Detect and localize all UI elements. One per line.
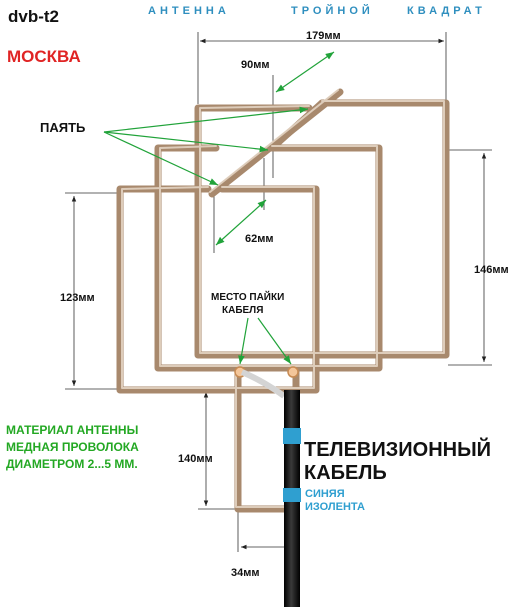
antenna-wire (116, 88, 450, 513)
cable-solder-label-2: КАБЕЛЯ (222, 305, 263, 316)
dim-offset-90: 90мм (241, 59, 270, 71)
blue-tape-upper (283, 428, 301, 444)
city-title: МОСКВА (7, 47, 81, 66)
material-label-2: МЕДНАЯ ПРОВОЛОКА (6, 440, 139, 454)
brand-title: dvb-t2 (8, 7, 59, 26)
blue-tape-lower (283, 488, 301, 502)
solder-label: ПАЯТЬ (40, 120, 85, 135)
dim-top-width: 179мм (306, 30, 341, 42)
tape-label-2: ИЗОЛЕНТА (305, 501, 365, 513)
solder-pointer-arrows (103, 106, 309, 365)
banner-word-2: ТРОЙНОЙ (291, 4, 374, 17)
tv-cable-label-2: КАБЕЛЬ (304, 462, 387, 484)
tv-cable-label-1: ТЕЛЕВИЗИОННЫЙ (304, 437, 491, 461)
banner-word-1: АНТЕННА (148, 5, 230, 17)
dim-left-height: 123мм (60, 292, 95, 304)
tv-cable (240, 369, 301, 607)
material-label-1: МАТЕРИАЛ АНТЕННЫ (6, 423, 138, 437)
banner-word-3: КВАДРАТ (407, 5, 486, 17)
green-dimension-arrows (215, 51, 335, 246)
tape-label-1: СИНЯЯ (305, 488, 345, 500)
cable-solder-label-1: МЕСТО ПАЙКИ (211, 290, 284, 303)
dim-feed-height: 140мм (178, 453, 213, 465)
material-label-3: ДИАМЕТРОМ 2...5 ММ. (6, 457, 138, 471)
dim-right-height: 146мм (474, 264, 509, 276)
dim-feed-width: 34мм (231, 567, 260, 579)
dim-offset-62: 62мм (245, 233, 274, 245)
